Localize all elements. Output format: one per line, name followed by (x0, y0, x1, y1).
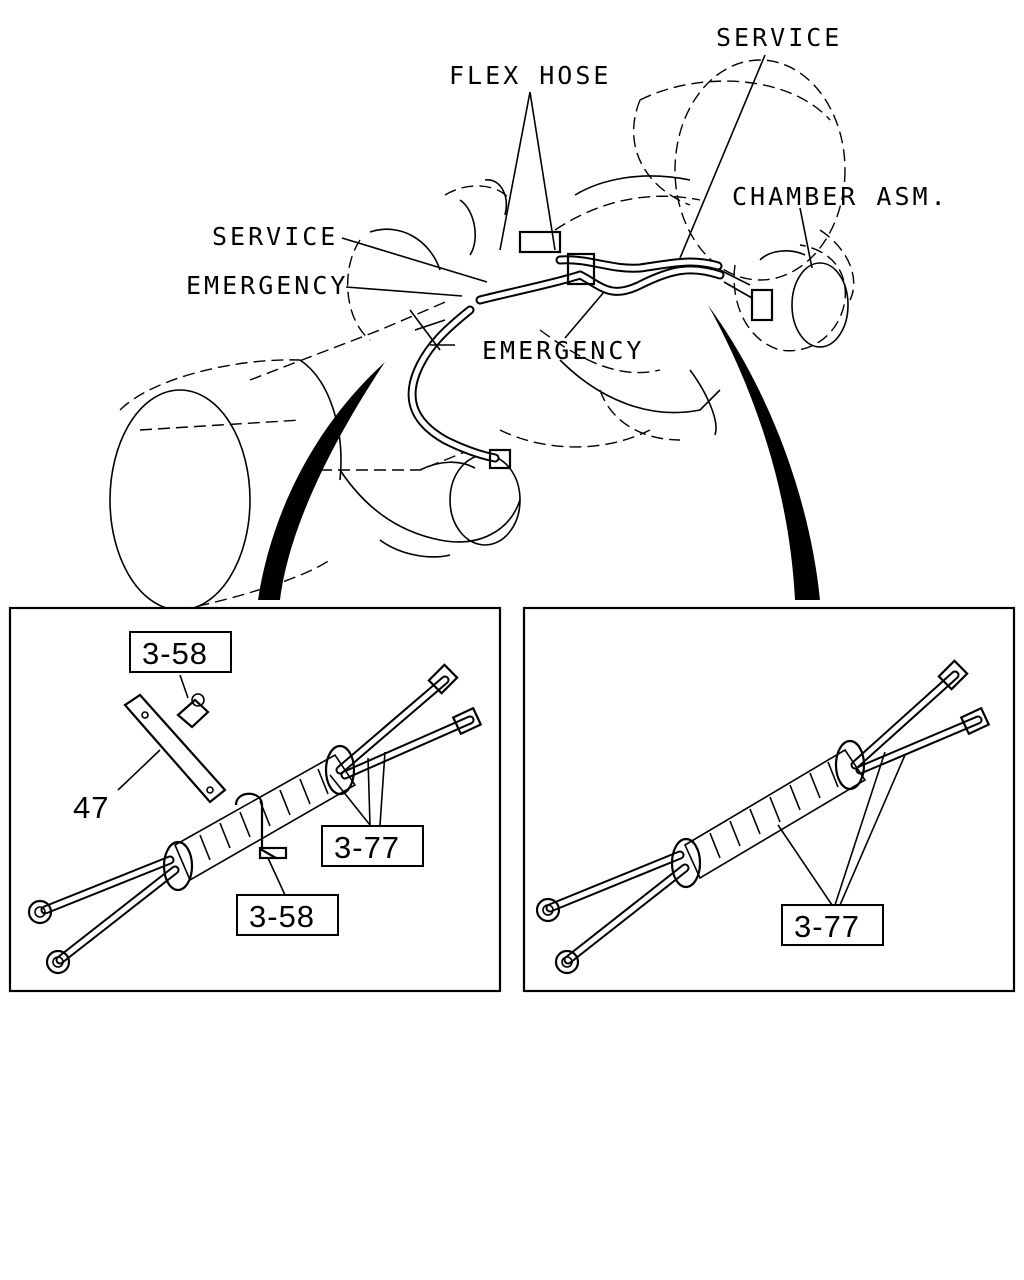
zoom-callout-wedges (258, 305, 820, 600)
right-drum (632, 59, 855, 301)
ref-box-clip (236, 894, 339, 936)
bracket-47 (123, 693, 227, 804)
ref-box-hose-right (781, 904, 884, 946)
ref-bracket-label: 47 (73, 790, 109, 825)
brake-hose-lines (407, 230, 774, 470)
flex-hose-label: FLEX HOSE (449, 61, 611, 90)
ref-hose-left-label: 3-77 (334, 830, 400, 865)
ref-hose-right-label: 3-77 (794, 909, 860, 944)
ref-box-bolt (129, 631, 232, 673)
service-top-label: SERVICE (716, 23, 842, 52)
ref-bolt-label: 3-58 (142, 636, 208, 671)
right-brake-chamber (733, 244, 849, 352)
ref-clip-label: 3-58 (249, 899, 315, 934)
emergency-left-label: EMERGENCY (186, 271, 348, 300)
right-detail-panel: 3-77 (522, 606, 1016, 993)
bolt-3-58 (176, 693, 210, 729)
right-hose-assembly (535, 659, 991, 975)
axle-housing (249, 175, 721, 471)
hose-clip (234, 792, 288, 860)
service-left-label: SERVICE (212, 222, 338, 251)
chamber-asm-label: CHAMBER ASM. (732, 182, 949, 211)
leader-lines (341, 54, 813, 339)
left-hose-assembly (27, 663, 483, 975)
emergency-center-label: EMERGENCY (482, 336, 644, 365)
axle-assembly-drawing: FLEX HOSE SERVICE CHAMBER ASM. SERVICE E… (109, 23, 949, 611)
left-detail-panel: 3-58 47 3-77 3-58 (8, 606, 502, 993)
ref-box-hose-left (321, 825, 424, 867)
